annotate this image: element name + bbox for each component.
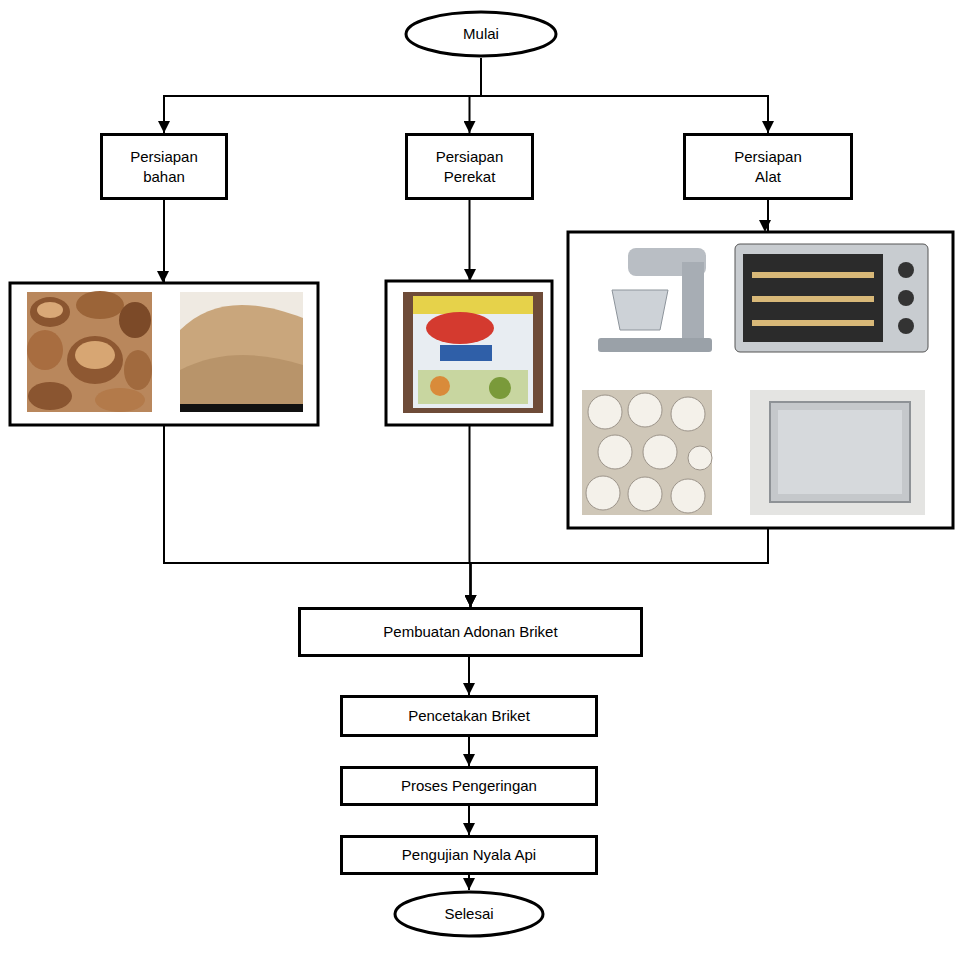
process-box: Persiapan Perekat	[405, 133, 534, 200]
material-panel	[10, 283, 318, 425]
shell	[95, 388, 145, 412]
process-box: Persiapan Alat	[683, 133, 853, 200]
photo-ground	[750, 390, 925, 515]
oven-photo	[735, 244, 928, 352]
oven-tray	[752, 272, 874, 278]
shell	[76, 291, 124, 319]
process-box: Proses Pengeringan	[340, 766, 598, 806]
sawdust-pile	[180, 305, 303, 404]
tray-inner	[778, 410, 902, 494]
photo-ground	[180, 292, 303, 412]
oven-body	[735, 244, 928, 352]
pipe	[586, 476, 620, 510]
pipe	[588, 395, 622, 429]
pipe	[643, 435, 677, 469]
tray-photo	[750, 390, 925, 515]
flow-arrow	[164, 58, 481, 133]
bag-picture	[489, 377, 511, 399]
coconut-shell-photo	[27, 291, 152, 412]
shell	[28, 382, 72, 410]
oven-knob	[898, 290, 914, 306]
flow-arrow	[481, 58, 768, 133]
shell	[30, 297, 70, 327]
start-terminal: Mulai	[404, 10, 558, 58]
arrowhead	[759, 220, 771, 232]
pipe	[671, 397, 705, 431]
node-label: Mulai	[463, 24, 499, 44]
baking-tray	[770, 402, 910, 502]
oven-door	[743, 254, 883, 342]
mixer-column	[682, 262, 704, 342]
process-box: Persiapan bahan	[100, 133, 228, 200]
mixer-photo	[598, 248, 712, 352]
pipe	[598, 435, 632, 469]
node-label: Selesai	[444, 904, 493, 924]
process-box: Pembuatan Adonan Briket	[298, 607, 643, 657]
node-label: Persiapan bahan	[119, 147, 209, 186]
flow-arrow	[468, 737, 470, 766]
panel-frame	[568, 232, 953, 528]
mixer-base	[598, 338, 712, 352]
bag-picture	[418, 370, 528, 404]
oven-knob	[898, 318, 914, 334]
shell	[75, 341, 115, 369]
node-label: Pencetakan Briket	[408, 706, 530, 726]
panel-frame	[10, 283, 318, 425]
process-box: Pencetakan Briket	[340, 695, 598, 737]
tool-panel	[568, 232, 953, 528]
photo-ground	[582, 390, 712, 515]
shell	[119, 302, 151, 338]
end-terminal: Selesai	[393, 890, 545, 938]
pipe	[628, 477, 662, 511]
bag-logo	[426, 312, 494, 344]
bag-picture	[430, 376, 450, 396]
terminal-ellipse	[395, 892, 543, 936]
shell	[37, 302, 63, 318]
flow-arrow	[470, 58, 482, 133]
oven-tray	[752, 296, 874, 302]
node-label: Pengujian Nyala Api	[402, 845, 536, 865]
process-box: Pengujian Nyala Api	[340, 835, 598, 875]
photo-ground	[403, 292, 543, 413]
flow-arrow	[468, 875, 470, 890]
pipe	[671, 479, 705, 513]
node-label: Persiapan Alat	[723, 147, 813, 186]
node-label: Proses Pengeringan	[401, 776, 537, 796]
arrowhead	[464, 269, 476, 281]
pipe-mould-photo	[582, 390, 712, 515]
shell	[124, 350, 152, 390]
shell	[67, 336, 123, 384]
pipe	[688, 446, 712, 470]
oven-tray	[752, 320, 874, 326]
node-label: Pembuatan Adonan Briket	[383, 622, 557, 642]
shell	[27, 330, 63, 370]
panel-frame	[386, 281, 552, 425]
binder-panel	[386, 281, 552, 425]
panel-arrowheads	[157, 220, 771, 283]
bag-band	[413, 296, 533, 314]
flow-arrow	[468, 657, 470, 695]
sawdust-shade	[180, 355, 303, 404]
photo-base	[180, 404, 303, 412]
sawdust-photo	[180, 292, 303, 412]
photo-ground	[27, 292, 152, 412]
mixer-bowl	[612, 290, 668, 330]
bag-label	[440, 345, 492, 361]
oven-knob	[898, 262, 914, 278]
pipe	[628, 393, 662, 427]
arrowhead	[157, 271, 169, 283]
terminal-ellipse	[406, 12, 556, 56]
node-label: Persiapan Perekat	[425, 147, 515, 186]
flow-arrow	[468, 806, 470, 835]
starch-bag	[413, 296, 533, 408]
